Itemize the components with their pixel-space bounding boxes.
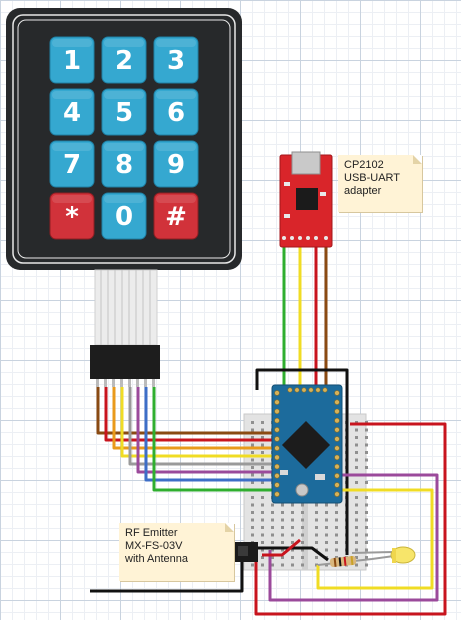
- wires: [90, 246, 447, 616]
- key-3[interactable]: 3: [153, 36, 199, 84]
- wire-ground-black: [255, 368, 349, 555]
- led: [351, 546, 416, 564]
- wire-keypad-purple: [136, 387, 272, 474]
- key-5[interactable]: 5: [101, 88, 147, 136]
- resistor-body: [329, 555, 357, 568]
- key-label: #: [165, 202, 187, 232]
- key-label: 2: [115, 46, 133, 76]
- key-0[interactable]: 0: [101, 192, 147, 240]
- key-label: 6: [167, 98, 185, 128]
- key-label: 3: [167, 46, 185, 76]
- key-label: 5: [115, 98, 133, 128]
- note-usb-uart-line-1: CP2102: [344, 159, 384, 171]
- smd-component: [315, 474, 325, 480]
- note-rf-emitter-line-3: with Antenna: [125, 553, 188, 565]
- wire-rf-ground: [257, 546, 329, 562]
- key-label: 8: [115, 150, 133, 180]
- keypad-keys: 1 2 3 4 5 6 7 8 9 * 0 #: [49, 36, 199, 240]
- key-label: 0: [115, 202, 133, 232]
- key-4[interactable]: 4: [49, 88, 95, 136]
- key-2[interactable]: 2: [101, 36, 147, 84]
- key-label: 7: [63, 150, 81, 180]
- ribbon-connector: [90, 345, 160, 379]
- arduino-pro-mini: [271, 384, 343, 504]
- reset-button: [295, 483, 309, 497]
- keypad-border-outer: [12, 14, 236, 264]
- key-8[interactable]: 8: [101, 140, 147, 188]
- wire-rf-red: [262, 538, 301, 557]
- usb-connector: [291, 151, 321, 175]
- note-rf-emitter-line-1: RF Emitter: [125, 527, 178, 539]
- keypad-border-inner: [17, 19, 231, 259]
- key-9[interactable]: 9: [153, 140, 199, 188]
- keypad-ribbon-cable: [90, 269, 160, 387]
- wire-keypad-gray: [128, 387, 272, 466]
- wire-keypad-red: [104, 387, 272, 442]
- key-hash[interactable]: #: [153, 192, 199, 240]
- key-label: 9: [167, 150, 185, 180]
- key-6[interactable]: 6: [153, 88, 199, 136]
- membrane-keypad: 1 2 3 4 5 6 7 8 9 * 0 #: [6, 8, 242, 270]
- cp2102-chip: [296, 188, 318, 210]
- wire-yellow-led: [316, 488, 434, 590]
- key-label: 1: [63, 46, 81, 76]
- wire-keypad-yellow: [120, 387, 272, 458]
- key-label: 4: [63, 98, 81, 128]
- ribbon: [94, 269, 158, 346]
- wire-keypad-blue: [144, 387, 272, 482]
- note-usb-uart-line-2: USB-UART: [344, 172, 401, 184]
- key-star[interactable]: *: [49, 192, 95, 240]
- key-7[interactable]: 7: [49, 140, 95, 188]
- atmega-chip: [281, 420, 331, 470]
- resistor: [317, 555, 373, 568]
- rf-antenna-wire: [90, 552, 244, 593]
- note-rf-emitter-line-2: MX-FS-03V: [125, 540, 183, 552]
- note-usb-uart: CP2102 USB-UART adapter: [338, 155, 422, 212]
- wire-power-red: [254, 422, 447, 616]
- rf-emitter-module: [234, 542, 258, 562]
- note-usb-uart-line-3: adapter: [344, 185, 382, 197]
- smd-component-2: [280, 470, 288, 475]
- wire-keypad-orange: [112, 387, 272, 450]
- note-rf-emitter: RF Emitter MX-FS-03V with Antenna: [119, 523, 234, 581]
- key-1[interactable]: 1: [49, 36, 95, 84]
- usb-uart-board: [279, 151, 333, 248]
- wire-keypad-green: [152, 387, 272, 492]
- wire-keypad-brown: [96, 387, 272, 435]
- key-label: *: [65, 202, 79, 232]
- led-body: [390, 546, 416, 564]
- wire-purple-loop: [268, 473, 439, 602]
- arduino-pins: [274, 387, 340, 497]
